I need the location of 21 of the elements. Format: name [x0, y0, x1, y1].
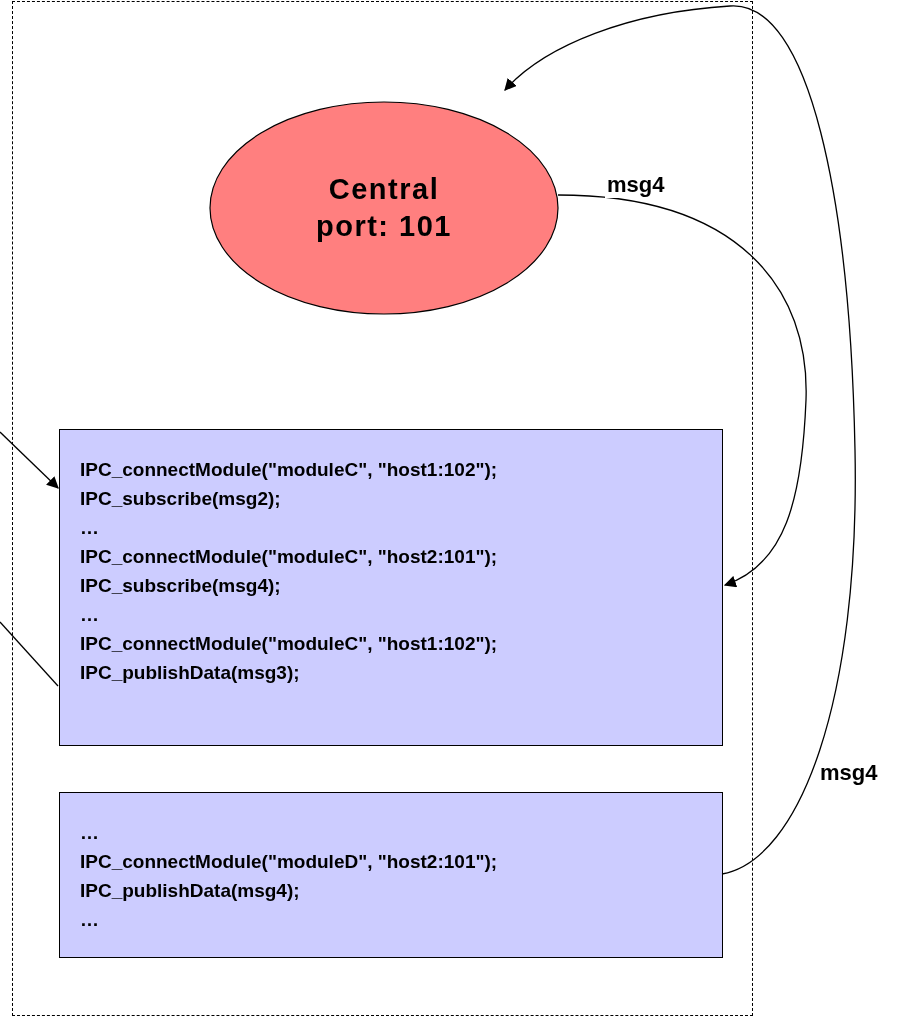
code-box	[59, 792, 723, 958]
dashed-boundary	[12, 1, 753, 1016]
code-line: IPC_subscribe(msg4);	[80, 574, 281, 598]
port-label: Central port: 101	[315, 172, 453, 244]
connector-line	[0, 621, 59, 687]
code-line: …	[80, 516, 99, 540]
port-ellipse	[209, 101, 559, 315]
code-line: IPC_connectModule("moduleD", "host2:101");	[80, 850, 498, 874]
code-line: …	[80, 908, 99, 932]
code-line: …	[80, 603, 99, 627]
code-line: IPC_subscribe(msg2);	[80, 487, 281, 511]
code-box	[59, 429, 723, 746]
arrow	[504, 5, 856, 875]
code-line: IPC_publishData(msg4);	[80, 879, 300, 903]
code-line: IPC_connectModule("moduleC", "host1:102");	[80, 632, 498, 656]
code-line: …	[80, 821, 99, 845]
code-line: IPC_connectModule("moduleC", "host1:102");	[80, 458, 498, 482]
code-line: IPC_publishData(msg3);	[80, 661, 300, 685]
code-line: IPC_connectModule("moduleC", "host2:101");	[80, 545, 498, 569]
arrow	[557, 194, 807, 587]
arrow	[0, 431, 59, 489]
